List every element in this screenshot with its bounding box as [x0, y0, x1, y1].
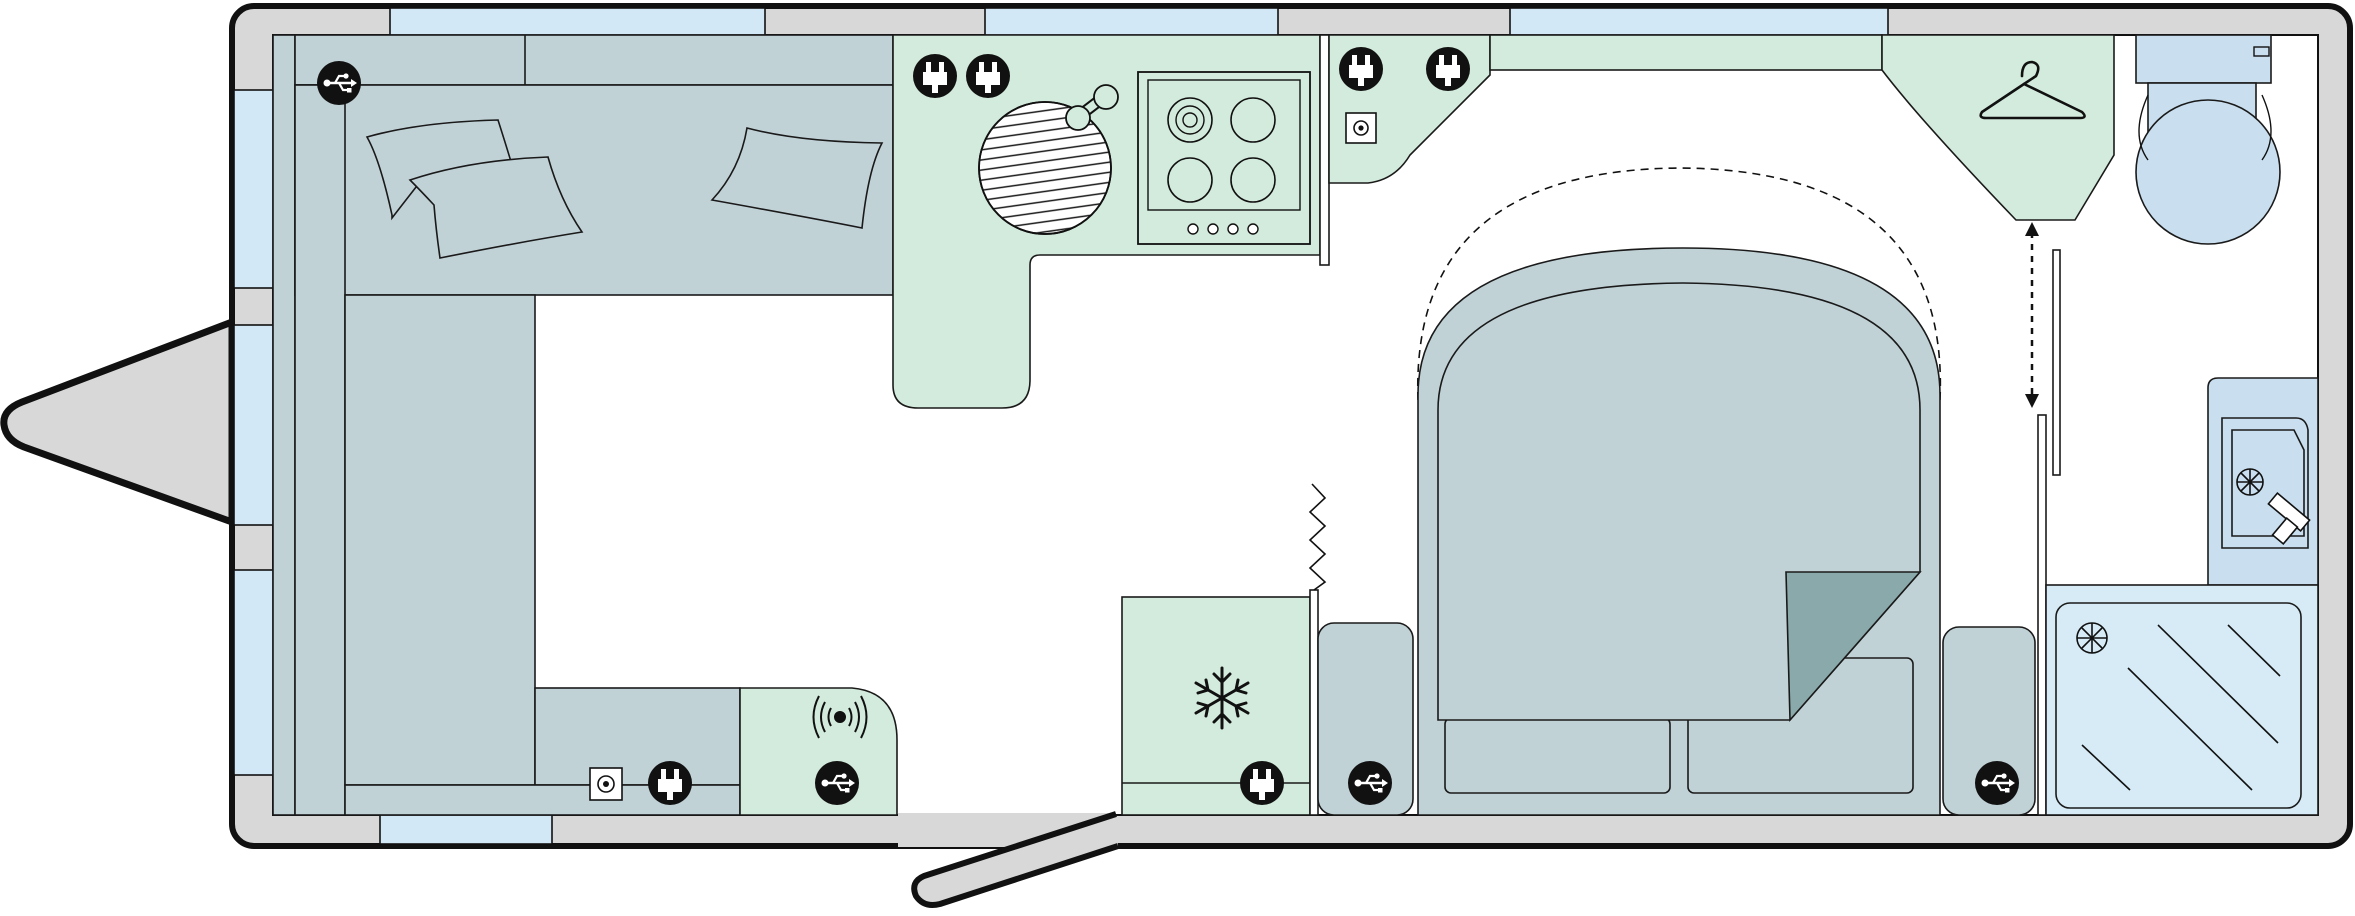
- cushion[interactable]: [710, 127, 884, 229]
- mains-socket-icon: [1339, 47, 1383, 91]
- lounge-seat-front[interactable]: [344, 294, 536, 786]
- bed-swing-arc: [1417, 167, 1942, 401]
- window-top-1: [389, 7, 766, 36]
- mains-socket-icon: [1240, 761, 1284, 805]
- extractor-fan-icon: [2076, 622, 2108, 654]
- extractor-fan-icon: [2236, 468, 2264, 496]
- round-sink-icon[interactable]: [975, 84, 1119, 238]
- sliding-door-track: [2052, 249, 2061, 476]
- usb-socket-icon: [1973, 759, 2021, 807]
- kitchen: [892, 34, 1883, 409]
- basin-tap-icon: [2267, 492, 2311, 546]
- cushion[interactable]: [408, 156, 584, 259]
- shower-tray[interactable]: [2055, 602, 2302, 809]
- window-bottom-1: [379, 814, 553, 845]
- duvet-fold: [1785, 571, 1922, 723]
- a-frame: [0, 318, 236, 526]
- windows: [233, 7, 1889, 845]
- island-bed: [1317, 167, 2036, 816]
- overhead-shelf: [1489, 34, 1883, 71]
- coat-hanger-icon: [1979, 60, 2086, 120]
- washroom: [2045, 34, 2319, 816]
- toilet-cistern[interactable]: [2135, 34, 2272, 84]
- window-front-3: [233, 569, 274, 776]
- side-unit: [739, 687, 898, 816]
- bed-drawer-left[interactable]: [1444, 717, 1671, 794]
- wardrobe: [1881, 34, 2115, 816]
- usb-socket-icon: [1346, 759, 1394, 807]
- bedside-cabinet-left[interactable]: [1317, 622, 1414, 816]
- toilet-bowl[interactable]: [2135, 99, 2281, 245]
- mains-socket-icon: [913, 54, 957, 98]
- window-front-1: [233, 89, 274, 289]
- wardrobe-unit[interactable]: [1881, 34, 2115, 221]
- snowflake-icon: [1194, 666, 1250, 730]
- lounge-back-top: [294, 34, 894, 86]
- hob-icon[interactable]: [1137, 71, 1311, 245]
- entrance-door[interactable]: [911, 811, 1119, 908]
- usb-socket-icon: [813, 759, 861, 807]
- front-shelf: [272, 34, 296, 816]
- window-top-3: [1509, 7, 1889, 36]
- flue-zigzag: [1308, 483, 1327, 591]
- mains-socket-icon: [648, 761, 692, 805]
- mains-socket-icon: [966, 54, 1010, 98]
- window-top-2: [984, 7, 1279, 36]
- usb-socket-icon: [315, 59, 363, 107]
- lounge-seat-bottom[interactable]: [534, 687, 741, 786]
- shower-glass-lines: [2081, 624, 2281, 791]
- mains-socket-icon: [1426, 47, 1470, 91]
- fridge: [1121, 483, 1327, 816]
- lounge-sofa-front[interactable]: [294, 84, 346, 816]
- window-front-2: [233, 324, 274, 526]
- washroom-wall: [2037, 414, 2047, 816]
- wifi-booster-icon: [812, 695, 868, 739]
- lounge: [272, 34, 894, 816]
- fridge-divider: [1309, 589, 1319, 816]
- side-cabinet[interactable]: [739, 687, 898, 816]
- kitchen-divider: [1319, 34, 1330, 266]
